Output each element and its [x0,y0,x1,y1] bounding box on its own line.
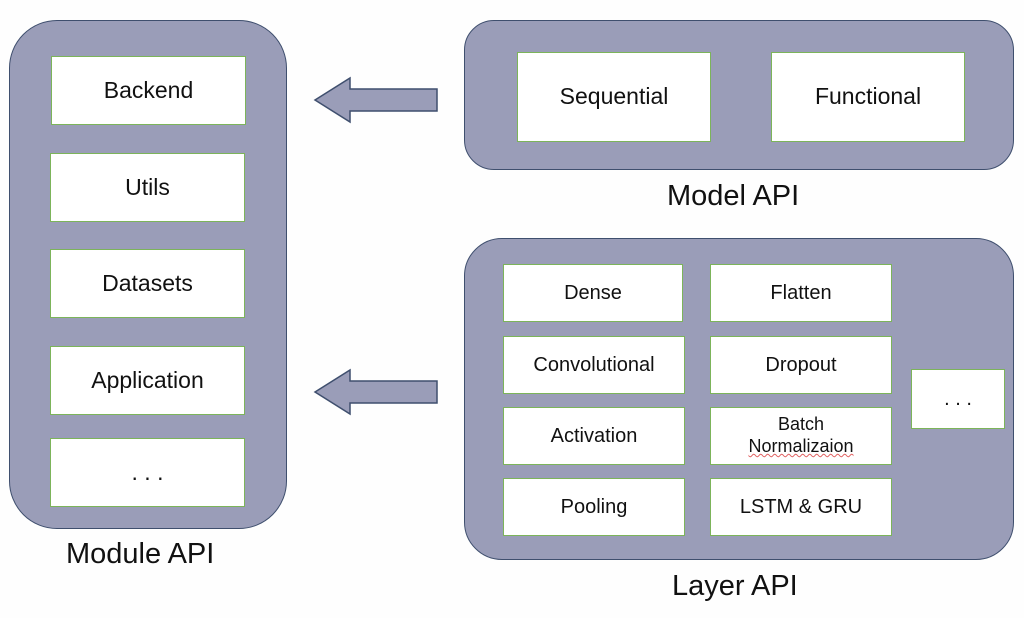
label: Sequential [559,83,669,110]
layer-api-title: Layer API [672,570,798,602]
label: . . . [944,388,972,410]
label: Normalizaion [748,436,854,456]
label: Pooling [560,496,628,518]
label: Flatten [770,282,832,304]
layer-batch-normalization: Batch Normalizaion [710,407,892,465]
label: Activation [550,425,638,447]
model-functional: Functional [771,52,965,142]
label: Application [91,366,204,393]
layer-activation: Activation [503,407,685,465]
layer-convolutional: Convolutional [503,336,685,394]
model-sequential: Sequential [517,52,711,142]
label: Backend [103,76,194,103]
layer-more: . . . [911,369,1005,429]
layer-lstm-gru: LSTM & GRU [710,478,892,536]
layer-pooling: Pooling [503,478,685,536]
module-backend: Backend [51,56,246,125]
label: Dropout [765,354,837,376]
module-api-title: Module API [66,538,215,570]
label: Utils [125,173,170,200]
label: Dense [564,282,622,304]
layer-dropout: Dropout [710,336,892,394]
label: Functional [814,83,922,110]
label: Convolutional [533,354,655,376]
module-datasets: Datasets [50,249,245,318]
layer-dense: Dense [503,264,683,322]
label: . . . [131,458,164,485]
module-application: Application [50,346,245,415]
model-api-title: Model API [667,180,800,212]
label: LSTM & GRU [739,496,863,518]
module-utils: Utils [50,153,245,222]
label: Datasets [102,269,193,296]
module-more: . . . [50,438,245,507]
arrow-left-icon [313,368,438,416]
layer-flatten: Flatten [710,264,892,322]
arrow-left-icon [313,76,438,124]
label: Batch [777,414,825,435]
